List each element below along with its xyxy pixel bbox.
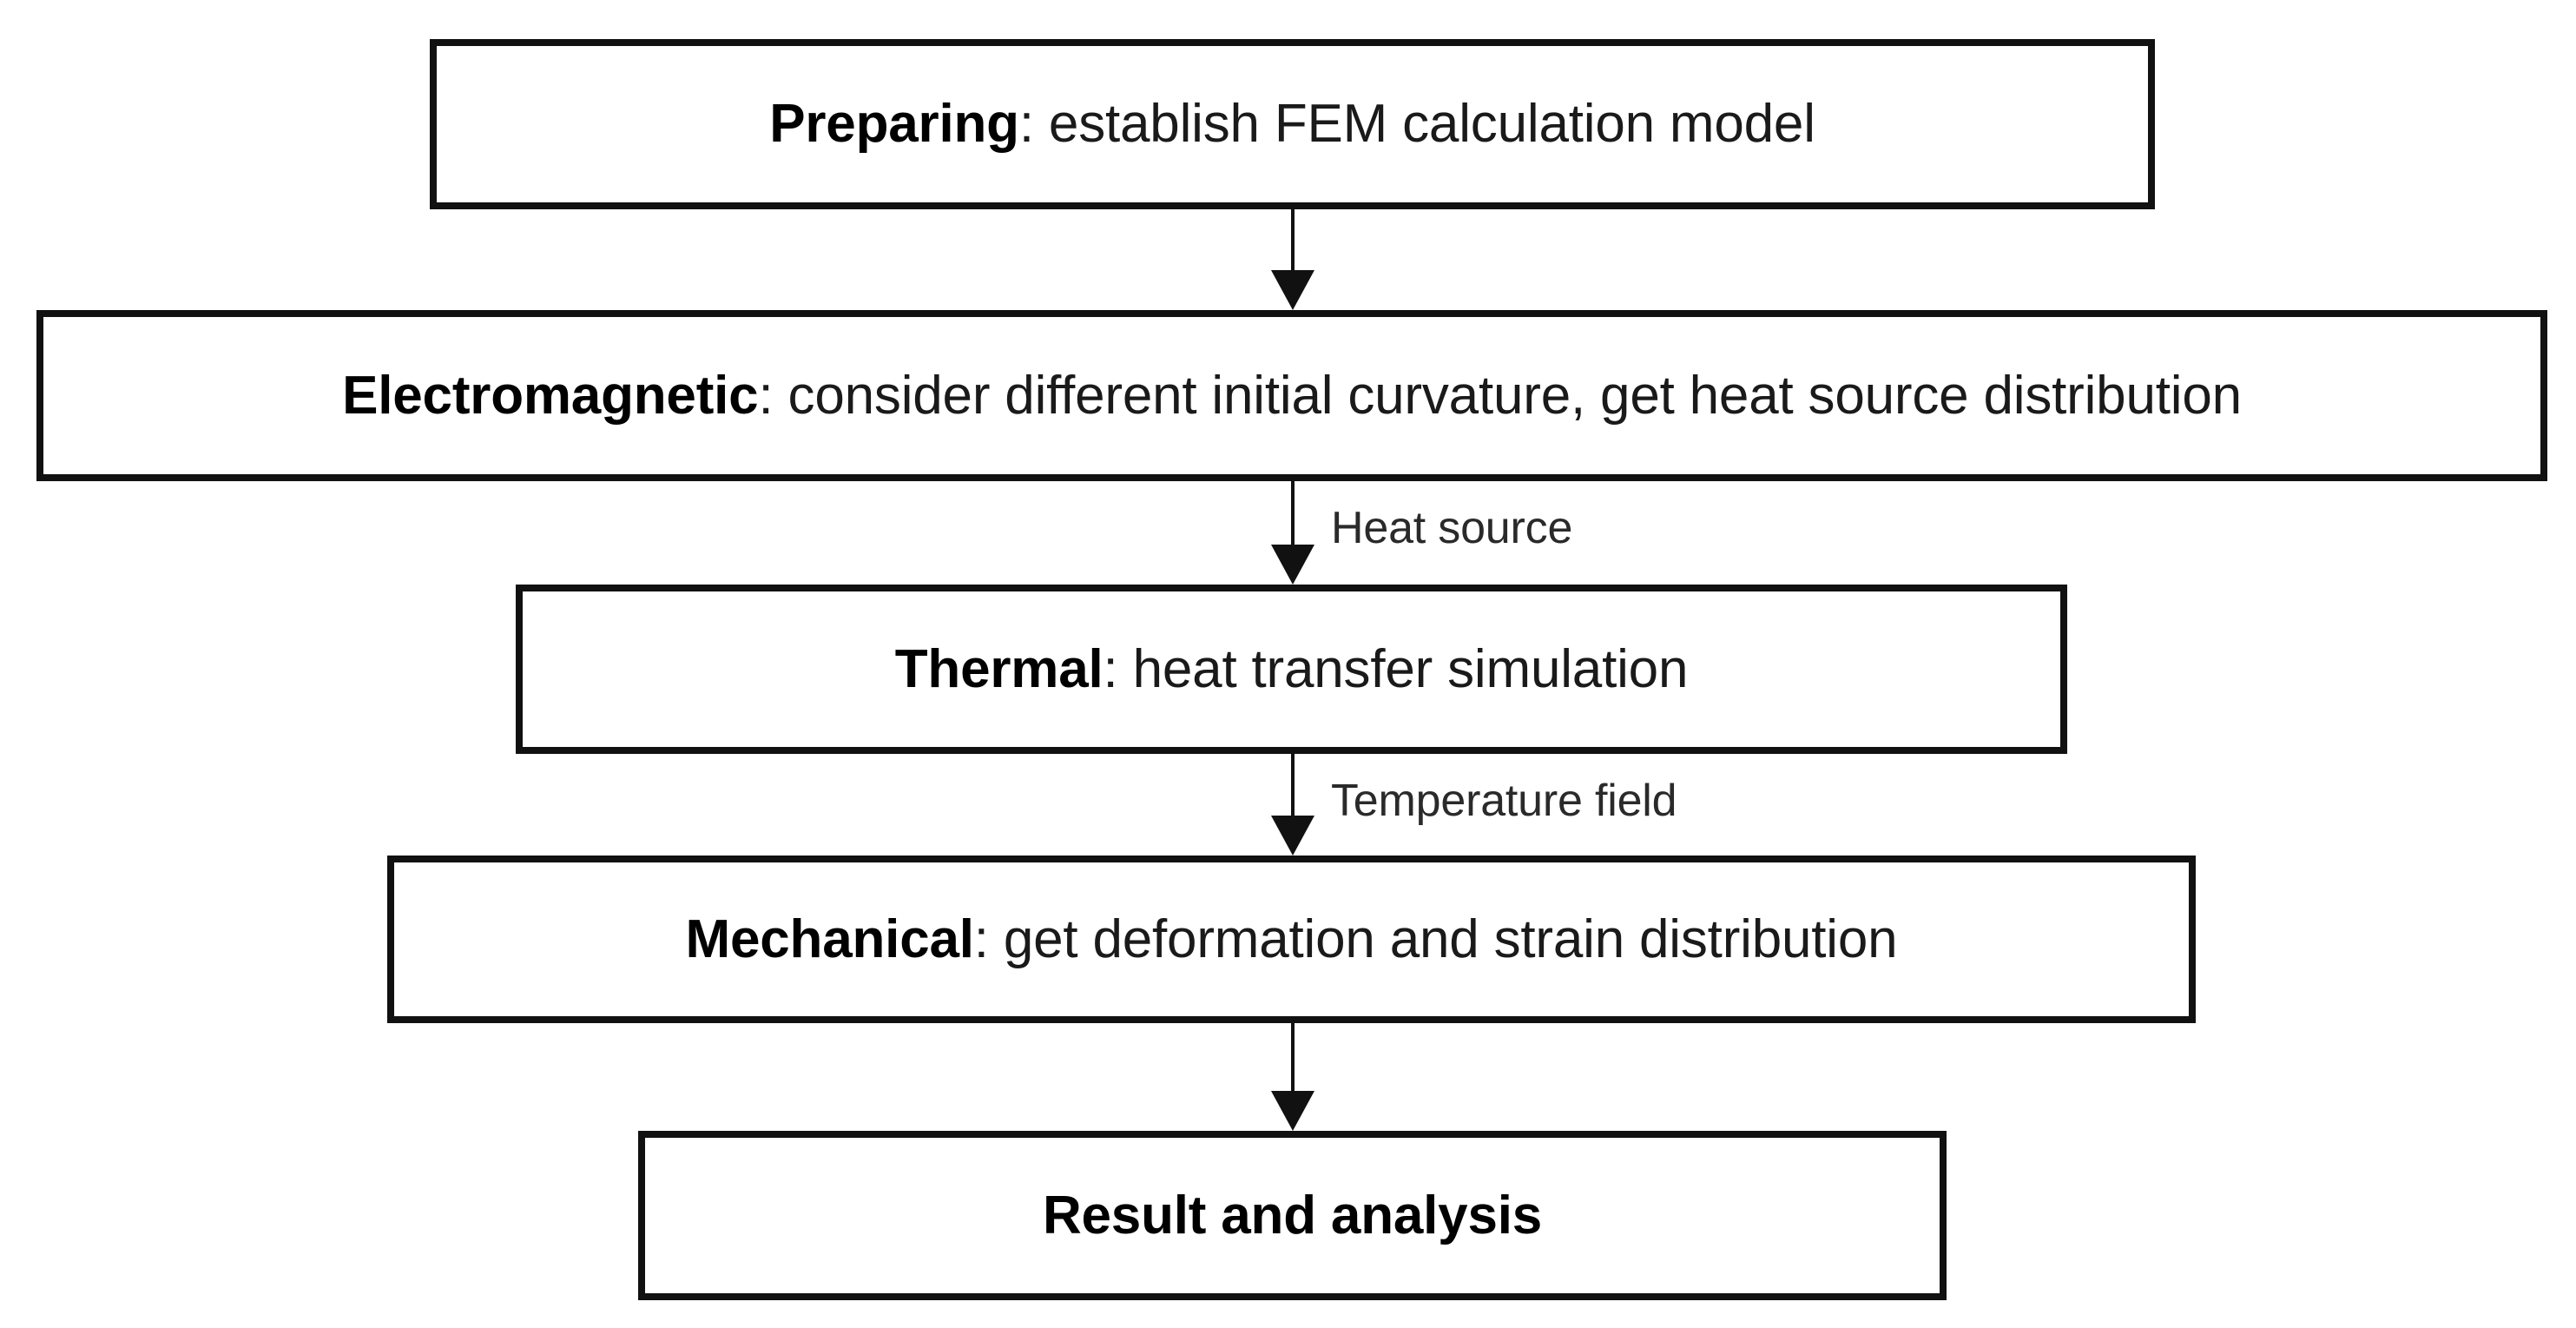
flow-node-electromagnetic-lead: Electromagnetic bbox=[342, 365, 759, 426]
flow-node-electromagnetic-separator: : bbox=[758, 365, 788, 426]
flow-connector-preparing-to-electromagnetic bbox=[1267, 209, 1319, 310]
flow-node-electromagnetic-rest: consider different initial curvature, ge… bbox=[787, 365, 2243, 426]
flow-node-thermal-text: Thermal: heat transfer simulation bbox=[880, 639, 1704, 699]
flow-node-preparing-separator: : bbox=[1018, 94, 1049, 155]
flow-node-mechanical-separator: : bbox=[973, 908, 1004, 969]
flow-node-electromagnetic-text: Electromagnetic: consider different init… bbox=[326, 366, 2257, 426]
flow-node-electromagnetic[interactable]: Electromagnetic: consider different init… bbox=[36, 310, 2547, 481]
flow-node-thermal-separator: : bbox=[1103, 638, 1133, 699]
flow-node-preparing-lead: Preparing bbox=[769, 94, 1019, 155]
arrow-head-down-icon bbox=[1271, 1091, 1314, 1131]
flow-node-thermal-lead: Thermal bbox=[894, 638, 1104, 699]
flow-node-mechanical-lead: Mechanical bbox=[685, 908, 974, 969]
flow-node-preparing-rest: establish FEM calculation model bbox=[1048, 94, 1815, 155]
arrow-shaft bbox=[1291, 1023, 1295, 1093]
flow-connector-mechanical-to-result bbox=[1267, 1023, 1319, 1131]
arrow-shaft bbox=[1291, 481, 1295, 546]
arrow-head-down-icon bbox=[1271, 545, 1314, 585]
arrow-head-down-icon bbox=[1271, 270, 1314, 310]
flow-node-preparing[interactable]: Preparing: establish FEM calculation mod… bbox=[430, 39, 2155, 209]
flow-connector-electromagnetic-to-thermal bbox=[1267, 481, 1319, 585]
flow-node-mechanical-text: Mechanical: get deformation and strain d… bbox=[670, 909, 1914, 969]
flow-node-result-text: Result and analysis bbox=[1042, 1185, 1543, 1245]
flow-node-preparing-text: Preparing: establish FEM calculation mod… bbox=[754, 94, 1831, 154]
flow-connector-thermal-to-mechanical bbox=[1267, 754, 1319, 856]
arrow-head-down-icon bbox=[1271, 816, 1314, 856]
flow-edge-label-temperature-field: Temperature field bbox=[1331, 776, 1677, 826]
arrow-shaft bbox=[1291, 209, 1295, 272]
flow-node-result[interactable]: Result and analysis bbox=[638, 1131, 1947, 1300]
flow-node-thermal-rest: heat transfer simulation bbox=[1132, 638, 1689, 699]
flow-node-thermal[interactable]: Thermal: heat transfer simulation bbox=[516, 585, 2067, 754]
flow-edge-label-heat-source: Heat source bbox=[1331, 503, 1573, 553]
arrow-shaft bbox=[1291, 754, 1295, 817]
flow-node-mechanical-rest: get deformation and strain distribution bbox=[1003, 908, 1898, 969]
flow-node-mechanical[interactable]: Mechanical: get deformation and strain d… bbox=[387, 856, 2196, 1023]
